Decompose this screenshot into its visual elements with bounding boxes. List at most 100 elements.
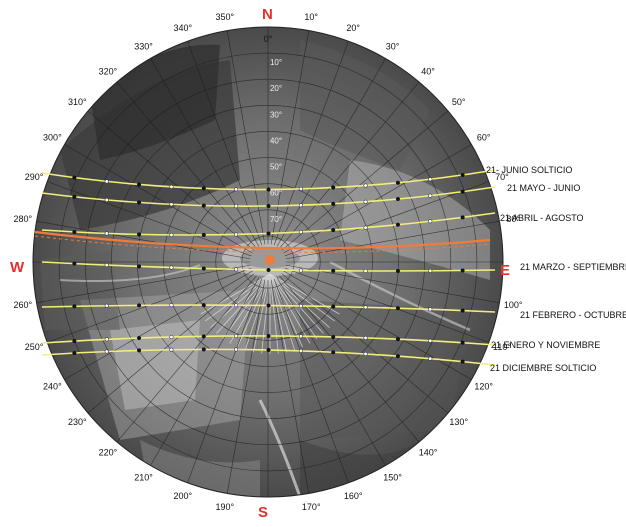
path-label-may: 21 MAYO - JUNIO xyxy=(507,183,580,193)
hour-dot xyxy=(234,187,239,192)
azimuth-label: 140° xyxy=(419,448,438,458)
hour-dot xyxy=(363,199,368,204)
altitude-label: 60° xyxy=(270,189,282,198)
hour-dot xyxy=(331,350,336,355)
azimuth-label: 190° xyxy=(215,502,234,512)
hour-dot xyxy=(104,337,109,342)
azimuth-spoke xyxy=(150,58,260,247)
hour-dot xyxy=(234,347,239,352)
hour-dot xyxy=(428,177,433,182)
hour-dot xyxy=(234,333,239,339)
azimuth-spoke xyxy=(270,279,310,494)
path-label-january: 21 ENERO Y NOVIEMBRE xyxy=(491,340,600,350)
sun-path-curves xyxy=(34,169,496,366)
azimuth-label: 220° xyxy=(99,448,118,458)
azimuth-label: 200° xyxy=(174,491,193,501)
azimuth-label: 250° xyxy=(25,342,44,352)
hour-dot xyxy=(169,303,174,308)
altitude-label: 40° xyxy=(270,136,282,145)
west-label: W xyxy=(10,259,25,276)
fan-line xyxy=(269,273,340,315)
hour-dot xyxy=(266,267,271,273)
hour-dot xyxy=(137,200,142,205)
highlight-sun-path xyxy=(34,230,491,250)
azimuth-label: 290° xyxy=(25,172,44,182)
hour-dot xyxy=(234,204,239,209)
hour-dot xyxy=(331,304,336,309)
hour-dot xyxy=(266,347,271,353)
azimuth-label: 20° xyxy=(346,23,360,33)
azimuth-spoke xyxy=(270,30,310,245)
hour-dot xyxy=(363,351,368,357)
hour-dot xyxy=(266,231,271,236)
hour-dot xyxy=(460,340,465,345)
altitude-label: 50° xyxy=(270,163,282,172)
azimuth-spoke xyxy=(276,277,386,466)
hour-dot xyxy=(137,335,142,341)
azimuth-spoke xyxy=(87,273,255,414)
hour-dot xyxy=(169,347,174,352)
azimuth-label: 0° xyxy=(264,34,273,44)
hour-dot xyxy=(395,306,400,311)
azimuth-spoke xyxy=(279,275,420,443)
hour-dot xyxy=(298,229,303,235)
azimuth-label: 120° xyxy=(474,382,493,392)
azimuth-label: 160° xyxy=(344,491,363,501)
hour-dot xyxy=(363,183,368,188)
azimuth-spoke xyxy=(187,278,263,483)
azimuth-label: 230° xyxy=(68,417,87,427)
hour-dot xyxy=(428,307,433,312)
hour-dot xyxy=(460,189,465,194)
altitude-scale: 10°20°30°40°50°60°70° xyxy=(270,58,282,224)
hour-dot xyxy=(201,232,206,237)
hour-dot xyxy=(395,197,400,202)
fan-line xyxy=(205,273,271,322)
east-label: E xyxy=(500,262,510,279)
south-label: S xyxy=(258,504,268,521)
hour-dot xyxy=(331,228,336,233)
fan-line xyxy=(237,273,271,348)
azimuth-spoke xyxy=(64,270,253,380)
azimuth-spoke xyxy=(226,30,266,245)
hour-dot xyxy=(266,303,271,308)
hour-dot xyxy=(363,225,368,230)
hour-dot xyxy=(201,266,206,271)
azimuth-label: 300° xyxy=(43,133,62,143)
azimuth-spoke xyxy=(284,267,489,343)
azimuth-label: 260° xyxy=(13,300,32,310)
hour-dot xyxy=(169,232,174,237)
azimuth-spoke xyxy=(150,277,260,466)
sun-marker xyxy=(265,255,275,265)
hour-dot xyxy=(298,186,303,191)
fan-line xyxy=(269,273,335,322)
azimuth-spoke xyxy=(36,220,251,260)
hour-dot xyxy=(298,203,303,208)
azimuth-label: 30° xyxy=(386,41,400,51)
azimuth-spoke xyxy=(226,279,266,494)
north-label: N xyxy=(262,6,273,23)
hour-dot xyxy=(298,334,303,339)
hour-dot xyxy=(201,203,206,208)
hour-dot xyxy=(169,265,174,270)
azimuth-label: 280° xyxy=(13,214,32,224)
hour-dot xyxy=(234,303,239,308)
hour-dot xyxy=(298,348,303,353)
hour-dot xyxy=(137,348,142,353)
azimuth-label: 130° xyxy=(449,417,468,427)
fan-line xyxy=(269,273,324,334)
altitude-label: 30° xyxy=(270,110,282,119)
azimuth-spoke xyxy=(116,275,257,443)
azimuth-label: 150° xyxy=(383,473,402,483)
fan-line xyxy=(229,273,271,344)
hour-dot xyxy=(298,303,303,308)
azimuth-label: 330° xyxy=(134,41,153,51)
hour-dot xyxy=(298,268,303,273)
azimuth-label: 10° xyxy=(304,12,318,22)
azimuth-spoke xyxy=(116,81,257,249)
hour-dot xyxy=(137,182,142,187)
hour-dot xyxy=(395,180,400,185)
hour-dot xyxy=(428,268,433,273)
hour-dot xyxy=(460,268,465,273)
fan-line xyxy=(200,273,271,315)
azimuth-label: 60° xyxy=(477,133,491,143)
